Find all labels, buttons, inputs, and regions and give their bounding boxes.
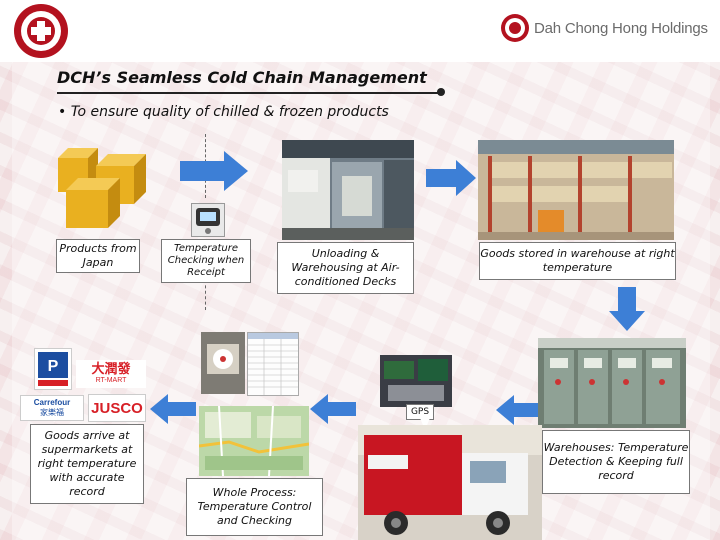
rtmart-label: RT-MART bbox=[95, 377, 127, 384]
right-arrow-icon bbox=[180, 151, 248, 195]
jusco-logo: JUSCO bbox=[88, 394, 146, 422]
control-panels-photo bbox=[538, 338, 686, 428]
parknshop-logo: P bbox=[34, 348, 72, 390]
step-unloading-warehousing: Unloading & Warehousing at Air-condition… bbox=[277, 242, 414, 294]
step-products-from-japan: Products from Japan bbox=[56, 239, 140, 273]
step-goods-arrive-text: Goods arrive at supermarkets at right te… bbox=[37, 429, 137, 498]
step-goods-arrive: Goods arrive at supermarkets at right te… bbox=[30, 424, 144, 504]
rtmart-logo: 大潤發 RT-MART bbox=[76, 360, 146, 388]
header-bar: Dah Chong Hong Holdings bbox=[0, 0, 720, 62]
gps-devices-photo bbox=[380, 355, 452, 407]
rtmart-cn-label: 大潤發 bbox=[91, 362, 131, 377]
gps-text: GPS bbox=[410, 407, 430, 417]
step-stored-text: Goods stored in warehouse at right tempe… bbox=[480, 247, 675, 274]
left-arrow-icon bbox=[310, 394, 356, 428]
step-warehouses-text: Warehouses: Temperature Detection & Keep… bbox=[543, 441, 689, 482]
svg-text:P: P bbox=[48, 358, 59, 375]
down-arrow-icon bbox=[609, 287, 645, 335]
brand-logo: Dah Chong Hong Holdings bbox=[498, 6, 716, 50]
slide-bullet: • To ensure quality of chilled & frozen … bbox=[58, 104, 389, 120]
delivery-truck-photo bbox=[358, 425, 542, 540]
dch-seal-logo bbox=[6, 2, 76, 60]
temperature-device-icon bbox=[191, 203, 225, 237]
gps-callout-pointer bbox=[420, 418, 430, 430]
step-whole-process: Whole Process: Temperature Control and C… bbox=[186, 478, 323, 536]
jusco-label: JUSCO bbox=[91, 399, 143, 417]
step-temp-check-text: Temperature Checking when Receipt bbox=[167, 243, 245, 278]
title-rule-dot bbox=[437, 88, 445, 96]
carrefour-label: Carrefour bbox=[33, 398, 71, 407]
step-goods-stored: Goods stored in warehouse at right tempe… bbox=[479, 242, 676, 280]
title-rule bbox=[57, 92, 441, 94]
step-whole-process-text: Whole Process: Temperature Control and C… bbox=[197, 486, 312, 527]
cargo-boxes-icon bbox=[48, 148, 162, 230]
warehouse-shelves-photo bbox=[478, 140, 674, 240]
step-warehouses-detection: Warehouses: Temperature Detection & Keep… bbox=[542, 430, 690, 494]
brand-name: Dah Chong Hong Holdings bbox=[534, 19, 708, 37]
temperature-record-sheet bbox=[247, 332, 299, 396]
carrefour-cn-label: 家樂福 bbox=[40, 408, 64, 417]
truck-dock-photo bbox=[282, 140, 414, 240]
temperature-recorder-photo bbox=[201, 332, 245, 394]
route-map-photo bbox=[199, 406, 309, 476]
carrefour-logo: Carrefour 家樂福 bbox=[20, 395, 84, 421]
step-unloading-text: Unloading & Warehousing at Air-condition… bbox=[291, 247, 400, 288]
slide-title: DCH’s Seamless Cold Chain Management bbox=[57, 68, 427, 87]
dashed-line bbox=[205, 280, 206, 310]
left-arrow-icon bbox=[496, 395, 540, 429]
step-products-text: Products from Japan bbox=[59, 242, 137, 269]
right-arrow-icon bbox=[426, 160, 476, 200]
dch-small-seal-icon bbox=[501, 14, 529, 42]
step-temperature-checking: Temperature Checking when Receipt bbox=[161, 239, 251, 283]
left-arrow-icon bbox=[150, 394, 196, 428]
